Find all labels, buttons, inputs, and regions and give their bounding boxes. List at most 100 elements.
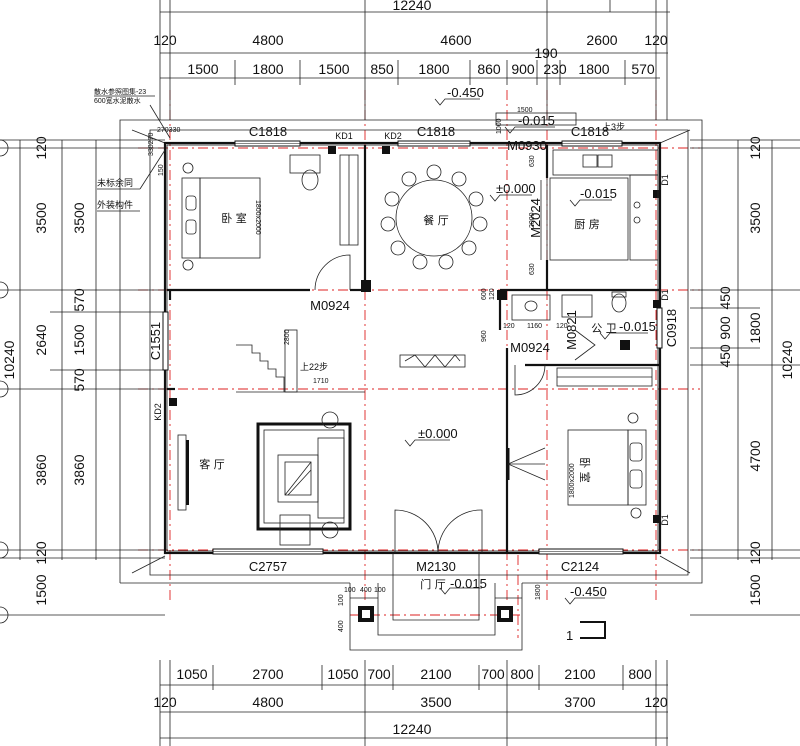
room-bedroom-2: 卧 室 — [578, 457, 592, 483]
door-m0821: M0821 — [564, 310, 579, 350]
dim-left-120a: 120 — [33, 136, 49, 160]
tag-kd2-a: KD2 — [384, 131, 402, 141]
kitchen-dim-2000: 2000 — [529, 212, 536, 228]
bath-dim-960: 960 — [481, 330, 488, 342]
window-c1818-c: C1818 — [571, 124, 609, 139]
kitchen-dim-630b: 630 — [529, 263, 536, 275]
dim-bot-1-8: 2100 — [564, 666, 595, 682]
dim-top-2-4: 2600 — [586, 32, 617, 48]
tag-d1-c: D1 — [660, 514, 670, 526]
dining-table — [380, 164, 488, 270]
note-external-part: 外装构件 — [97, 199, 133, 210]
dim-top-2-3: 4600 — [440, 32, 471, 48]
shoe-cabinet-left — [339, 154, 359, 246]
dim-bot-2-5: 120 — [644, 694, 668, 710]
dim-top-3-9: 1800 — [578, 61, 609, 77]
level-marks: -0.450 -0.015 ±0.000 -0.015 -0.015 ±0.00… — [404, 85, 656, 605]
windows: C1818 C1818 C1818 C1551 C0918 C2757 C212… — [148, 124, 679, 574]
tv-cabinet — [177, 434, 189, 511]
dim-bot-1-5: 2100 — [420, 666, 451, 682]
window-c1551: C1551 — [148, 322, 163, 360]
dim-top-2-2: 4800 — [252, 32, 283, 48]
bed-1: 1800x2000 — [181, 162, 261, 271]
dim-top-2-5: 120 — [644, 32, 668, 48]
dim-top-3-4: 850 — [370, 61, 394, 77]
dim-top-3-6: 860 — [477, 61, 501, 77]
bathroom-fixtures — [511, 291, 627, 321]
level-bathroom: -0.015 — [619, 319, 656, 334]
dim-top-overall: 12240 — [393, 0, 432, 13]
room-entrance: 门 厅 — [420, 577, 446, 591]
misc-notes: 散水参照图集-23 600宽水泥散水 未标余同 外装构件 270330 3302… — [94, 87, 625, 643]
bath-dim-120c: 120 — [556, 323, 568, 330]
columns — [169, 146, 660, 622]
level-entrance: -0.015 — [450, 576, 487, 591]
note-apron-width: 600宽水泥散水 — [94, 96, 141, 105]
dim-top-2-1: 120 — [153, 32, 177, 48]
dim-left-1500: 1500 — [71, 324, 87, 355]
porch-dim-1800: 1800 — [535, 584, 542, 600]
level-kitchen-ext: -0.015 — [518, 113, 555, 128]
porch-dim-100b: 100 — [374, 587, 386, 594]
dim-270330: 270330 — [157, 127, 180, 134]
room-dining: 餐 厅 — [423, 213, 449, 227]
walls — [163, 141, 662, 555]
level-outside-top: -0.450 — [447, 85, 484, 100]
right-dimensions: 120 3500 450 900 450 1800 4700 120 1500 … — [690, 136, 800, 616]
porch-dim-400a: 400 — [360, 587, 372, 594]
dim-left-3500a: 3500 — [33, 202, 49, 233]
dim-right-120a: 120 — [747, 136, 763, 160]
kitchen-counter — [549, 149, 659, 261]
dim-bot-1-4: 700 — [367, 666, 391, 682]
note-apron-ref: 散水参照图集-23 — [94, 87, 146, 96]
dim-bot-2-2: 4800 — [252, 694, 283, 710]
window-c0918: C0918 — [664, 309, 679, 347]
dim-bot-1-9: 800 — [628, 666, 652, 682]
bed-2: 1800x2000 — [567, 412, 647, 519]
dim-bot-1-3: 1050 — [327, 666, 358, 682]
dim-right-450a: 450 — [717, 286, 733, 310]
kitchen-dim-630a: 630 — [529, 155, 536, 167]
door-m0930: M0930 — [507, 138, 547, 153]
dim-top-3-2: 1800 — [252, 61, 283, 77]
dim-left-2640: 2640 — [33, 324, 49, 355]
note-steps-top: 上3步 — [602, 122, 625, 132]
toilet-bedroom-1 — [289, 154, 321, 191]
level-kitchen: -0.015 — [580, 186, 617, 201]
window-c1818-a: C1818 — [249, 124, 287, 139]
wardrobe-right — [556, 367, 653, 387]
tag-d1-a: D1 — [660, 174, 670, 186]
dim-bot-1-2: 2700 — [252, 666, 283, 682]
bed-size-2: 1800x2000 — [569, 463, 576, 498]
dim-right-3500: 3500 — [747, 202, 763, 233]
room-living: 客 厅 — [199, 457, 225, 471]
dim-left-570a: 570 — [71, 288, 87, 312]
door-m2024: M2024 — [528, 198, 543, 238]
dim-right-1500: 1500 — [747, 574, 763, 605]
dim-right-900: 900 — [717, 316, 733, 340]
dim-left-1500b: 1500 — [33, 574, 49, 605]
dim-top-extra: 190 — [534, 45, 558, 61]
dim-top-3-5: 1800 — [418, 61, 449, 77]
door-labels: M0930 M0924 M0924 M2024 M0821 M2130 KD1 … — [153, 131, 670, 574]
window-c1818-b: C1818 — [417, 124, 455, 139]
dim-top-3-1: 1500 — [187, 61, 218, 77]
door-swings — [314, 178, 596, 554]
porch-dim-100a: 100 — [344, 587, 356, 594]
level-dining: ±0.000 — [496, 181, 536, 196]
dim-top-3-10: 570 — [631, 61, 655, 77]
dim-bot-2-1: 120 — [153, 694, 177, 710]
stair-length: 2800 — [284, 329, 291, 345]
furniture: 1800x2000 — [177, 149, 659, 546]
top-dimensions: 12240 120 4800 4600 2600 120 190 1500 18… — [153, 0, 670, 120]
bed-size-1: 1800x2000 — [254, 200, 261, 235]
bath-dim-600: 600 — [481, 288, 488, 300]
dim-right-4700: 4700 — [747, 440, 763, 471]
dim-top-3-8: 230 — [543, 61, 567, 77]
window-c2757: C2757 — [249, 559, 287, 574]
dim-top-3-7: 900 — [511, 61, 535, 77]
dim-left-3500b: 3500 — [71, 202, 87, 233]
window-c2124: C2124 — [561, 559, 599, 574]
dim-left-3860b: 3860 — [71, 454, 87, 485]
dim-bot-1-7: 800 — [510, 666, 534, 682]
